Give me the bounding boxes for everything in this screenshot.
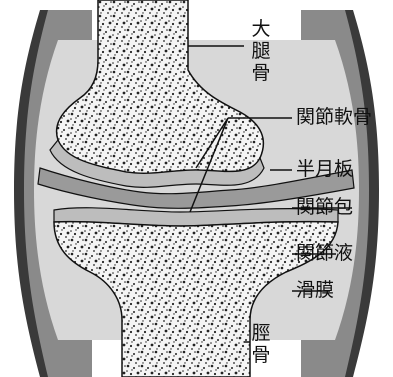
label-synovium: 滑膜 (296, 279, 334, 301)
label-articular-cartilage: 関節軟骨 (296, 106, 372, 128)
label-meniscus: 半月板 (296, 158, 353, 180)
label-femur: 大腿骨 (250, 18, 272, 84)
label-synovial-fluid: 関節液 (296, 242, 353, 264)
label-tibia: 脛骨 (250, 322, 272, 366)
label-joint-capsule: 関節包 (296, 196, 353, 218)
